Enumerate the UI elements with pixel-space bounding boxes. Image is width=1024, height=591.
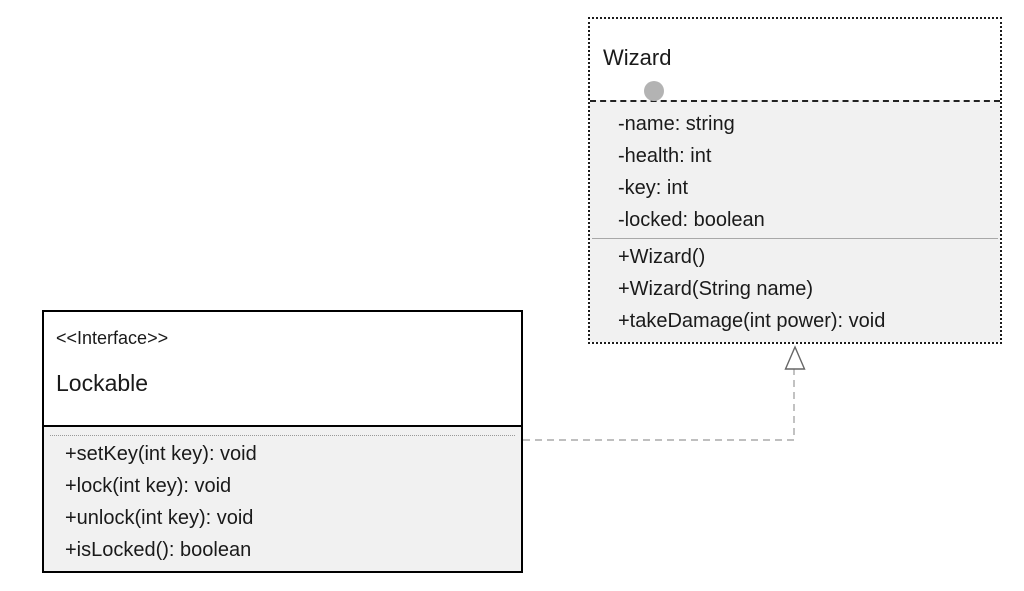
- lockable-method-row: +lock(int key): void: [65, 475, 232, 497]
- wizard-title-compartment: Wizard: [590, 19, 1000, 101]
- lockable-method-row: +setKey(int key): void: [65, 443, 257, 465]
- lockable-title-compartment: <<Interface>> Lockable: [44, 312, 521, 425]
- compartment-divider: [50, 435, 515, 436]
- wizard-method-row: +Wizard(): [618, 246, 706, 268]
- wizard-attribute-row: -key: int: [618, 177, 689, 199]
- compartment-divider: [592, 238, 998, 239]
- wizard-attribute-row: -locked: boolean: [618, 209, 765, 231]
- lockable-method-row: +unlock(int key): void: [65, 507, 254, 529]
- lockable-interface-name: Lockable: [56, 370, 149, 396]
- wizard-attribute-row: -health: int: [618, 145, 712, 167]
- lockable-stereotype: <<Interface>>: [56, 328, 169, 348]
- lockable-method-row: +isLocked(): boolean: [65, 539, 252, 561]
- class-box-wizard[interactable]: Wizard -name: string -health: int -key: …: [588, 17, 1002, 344]
- realization-arrowhead-icon[interactable]: [784, 345, 806, 370]
- lockable-methods-compartment: +setKey(int key): void +lock(int key): v…: [44, 425, 521, 571]
- interface-box-lockable[interactable]: <<Interface>> Lockable +setKey(int key):…: [42, 310, 523, 573]
- connection-point-circle-icon[interactable]: [644, 81, 664, 101]
- wizard-methods-compartment: +Wizard() +Wizard(String name) +takeDama…: [590, 238, 1000, 342]
- wizard-attribute-row: -name: string: [618, 113, 735, 135]
- wizard-method-row: +Wizard(String name): [618, 278, 814, 300]
- realization-connector-line[interactable]: [523, 369, 795, 441]
- wizard-attributes-compartment: -name: string -health: int -key: int -lo…: [590, 100, 1000, 238]
- wizard-method-row: +takeDamage(int power): void: [618, 310, 886, 332]
- wizard-class-name: Wizard: [603, 45, 672, 70]
